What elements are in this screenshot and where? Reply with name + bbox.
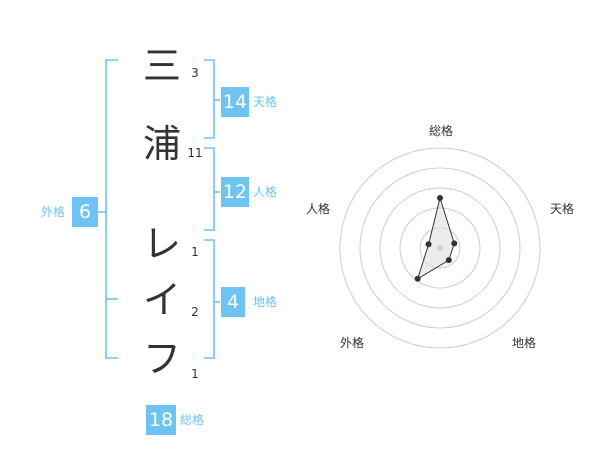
gaikaku-label: 外格 [41,205,66,219]
soukaku-label: 総格 [180,413,205,427]
jinkaku-label: 人格 [253,185,278,199]
radar-point-0 [437,195,443,201]
stroke-count-1: 3 [191,66,199,80]
radar-label-jinkaku: 人格 [306,202,331,216]
tenkaku-bracket [204,59,215,139]
chikaku-label: 地格 [253,295,278,309]
gaikaku-value: 6 [72,197,98,227]
radar-label-soukaku: 総格 [429,124,454,138]
name-char-2: 浦 [142,122,181,166]
chikaku-value: 4 [221,287,245,317]
radar-polygon [416,196,455,280]
tenkaku-label: 天格 [253,95,278,109]
radar-point-3 [414,275,421,282]
stroke-count-2: 11 [187,146,203,160]
name-char-1: 三 [142,44,181,88]
soukaku-value: 18 [146,405,176,435]
name-char-5: フ [142,337,181,381]
radar-label-tenkaku: 天格 [550,202,575,216]
radar-point-4 [425,241,432,248]
radar-point-2 [445,257,452,264]
chikaku-bracket [204,239,215,359]
name-char-4: イ [142,278,181,322]
radar-point-1 [451,240,458,247]
radar-ring [379,187,501,309]
radar-label-chikaku: 地格 [512,336,537,350]
stroke-count-5: 1 [191,367,199,381]
tenkaku-value: 14 [221,87,249,117]
radar-ring [359,167,521,329]
name-char-3: レ [142,222,181,266]
jinkaku-value: 12 [221,177,249,207]
gaikaku-bracket [105,59,118,359]
radar-ring [339,147,541,349]
jinkaku-bracket [204,147,215,231]
stroke-count-4: 2 [191,305,199,319]
radar-label-gaikaku: 外格 [340,336,365,350]
stroke-count-3: 1 [191,245,199,259]
